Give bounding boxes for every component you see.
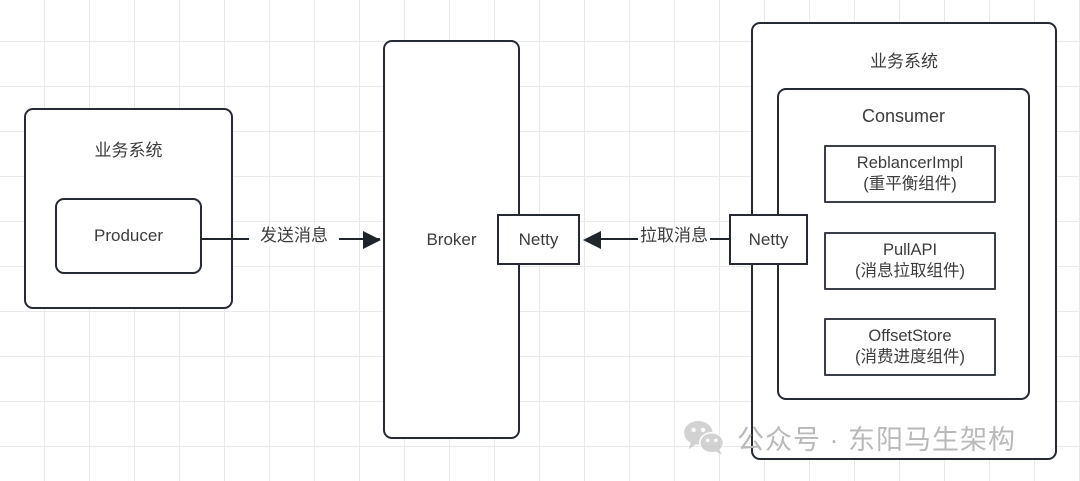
arrow-right-icon (363, 230, 381, 249)
component-pullapi-desc: (消息拉取组件) (855, 262, 965, 280)
component-reblancerimpl-desc: (重平衡组件) (863, 175, 957, 193)
consumer-title: Consumer (861, 106, 946, 126)
producer-label: Producer (94, 226, 163, 246)
consumer-netty-label: Netty (748, 229, 789, 249)
broker-netty-box: Netty (497, 214, 580, 265)
send-message-label: 发送消息 (249, 226, 339, 247)
component-reblancerimpl: ReblancerImpl (重平衡组件) (824, 145, 996, 203)
right-business-system-title: 业务系统 (870, 52, 938, 71)
send-connector-line-right (336, 238, 380, 241)
pull-connector-line-right (705, 238, 731, 241)
component-pullapi-name: PullAPI (882, 240, 938, 259)
component-reblancerimpl-name: ReblancerImpl (856, 153, 964, 172)
component-offsetstore: OffsetStore (消费进度组件) (824, 318, 996, 376)
producer-box: Producer (55, 198, 202, 274)
send-connector-line-left (201, 238, 251, 241)
left-business-system-title: 业务系统 (94, 141, 163, 160)
consumer-netty-box: Netty (729, 214, 808, 265)
broker-netty-label: Netty (518, 229, 559, 249)
wechat-icon (684, 420, 725, 455)
pull-connector-line-left (600, 238, 642, 241)
component-pullapi: PullAPI (消息拉取组件) (824, 232, 996, 290)
component-offsetstore-name: OffsetStore (868, 326, 952, 345)
component-offsetstore-desc: (消费进度组件) (855, 348, 965, 366)
arrow-left-icon (583, 230, 601, 249)
pull-message-label: 拉取消息 (638, 226, 710, 247)
broker-label: Broker (426, 230, 477, 249)
